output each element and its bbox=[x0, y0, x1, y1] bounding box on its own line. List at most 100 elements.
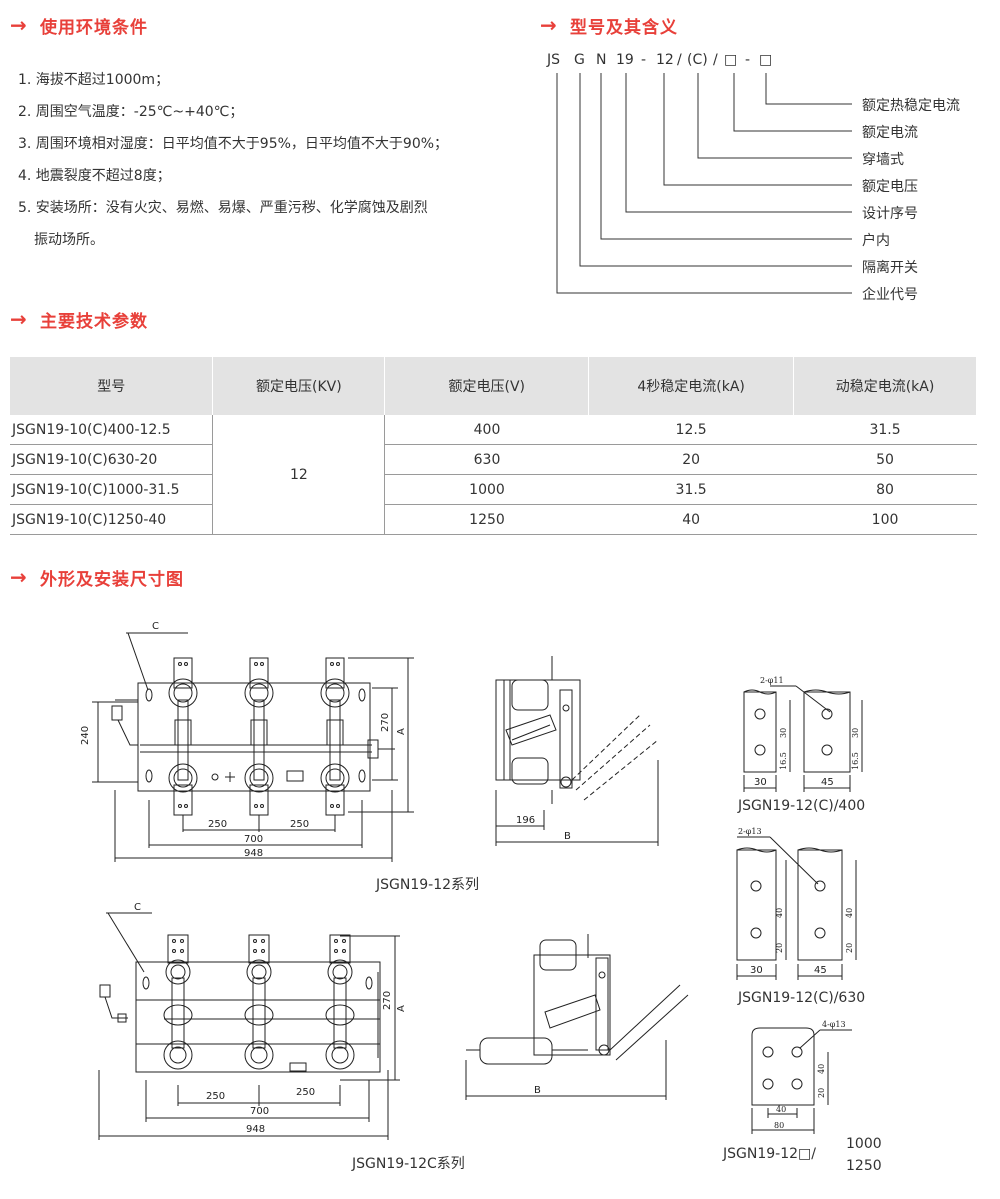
cell-model: JSGN19-10(C)630-20 bbox=[10, 444, 213, 475]
svg-text:30: 30 bbox=[779, 728, 788, 738]
meaning-label: 穿墙式 bbox=[862, 152, 904, 168]
cell-dyn: 50 bbox=[793, 444, 977, 475]
svg-text:30: 30 bbox=[750, 965, 763, 976]
svg-text:2-φ13: 2-φ13 bbox=[738, 827, 762, 836]
code-part: / bbox=[677, 52, 682, 68]
cell-v: 630 bbox=[384, 444, 589, 475]
terminal-detail-400 bbox=[743, 685, 863, 792]
meaning-label: 额定电压 bbox=[862, 179, 918, 195]
series1-side-view bbox=[495, 656, 659, 846]
arrow-right-icon: → bbox=[10, 565, 27, 589]
table-row: JSGN19-10(C)1250-40 1250 40 100 bbox=[10, 504, 977, 535]
cell-i4s: 31.5 bbox=[588, 474, 794, 505]
meaning-label: 户内 bbox=[862, 233, 890, 249]
svg-text:270: 270 bbox=[380, 713, 391, 732]
meaning-label: 设计序号 bbox=[862, 206, 918, 222]
svg-text:250: 250 bbox=[208, 819, 227, 830]
code-part: N bbox=[596, 52, 607, 68]
svg-text:700: 700 bbox=[244, 834, 263, 845]
table-header-row: 型号 额定电压(KV) 额定电压(V) 4秒稳定电流(kA) 动稳定电流(kA) bbox=[10, 357, 977, 415]
svg-text:270: 270 bbox=[382, 991, 393, 1010]
section-title: 外形及安装尺寸图 bbox=[40, 569, 184, 590]
svg-text:250: 250 bbox=[296, 1087, 315, 1098]
cell-v: 1000 bbox=[384, 474, 589, 505]
section-title: 主要技术参数 bbox=[40, 311, 148, 332]
code-part: 19 bbox=[616, 52, 634, 68]
cell-model: JSGN19-10(C)1250-40 bbox=[10, 504, 213, 535]
cell-dyn: 100 bbox=[793, 504, 977, 535]
section-title: 型号及其含义 bbox=[570, 17, 678, 38]
code-part: □ bbox=[724, 52, 738, 68]
th-dynamic-current: 动稳定电流(kA) bbox=[793, 357, 977, 415]
svg-text:2-φ11: 2-φ11 bbox=[760, 676, 784, 685]
svg-text:40: 40 bbox=[817, 1064, 826, 1074]
svg-text:C: C bbox=[152, 621, 159, 632]
meaning-label: 隔离开关 bbox=[862, 260, 918, 276]
caption-series1: JSGN19-12系列 bbox=[376, 877, 480, 893]
svg-text:B: B bbox=[534, 1085, 541, 1096]
condition-item: 4. 地震裂度不超过8度； bbox=[18, 168, 171, 184]
code-part: 12 bbox=[656, 52, 674, 68]
spec-table: 型号 额定电压(KV) 额定电压(V) 4秒稳定电流(kA) 动稳定电流(kA)… bbox=[10, 357, 977, 535]
condition-item: 振动场所。 bbox=[34, 232, 104, 248]
svg-text:16.5: 16.5 bbox=[851, 752, 860, 770]
cell-model: JSGN19-10(C)400-12.5 bbox=[10, 415, 213, 445]
arrow-right-icon: → bbox=[10, 307, 27, 331]
cell-v: 400 bbox=[384, 415, 589, 445]
table-row: JSGN19-10(C)630-20 630 20 50 bbox=[10, 444, 977, 475]
section-header-conditions: → 使用环境条件 bbox=[10, 12, 148, 38]
th-model: 型号 bbox=[10, 357, 214, 415]
caption-final-top: 1000 bbox=[846, 1136, 882, 1152]
condition-item: 5. 安装场所：没有火灾、易燃、易爆、严重污秽、化学腐蚀及剧烈 bbox=[18, 200, 428, 216]
series2-front-view bbox=[98, 912, 400, 1140]
svg-text:45: 45 bbox=[821, 777, 834, 788]
cell-v: 1250 bbox=[384, 504, 589, 535]
arrow-right-icon: → bbox=[540, 13, 557, 37]
svg-text:C: C bbox=[134, 902, 141, 913]
code-part: / bbox=[713, 52, 718, 68]
svg-text:B: B bbox=[564, 831, 571, 842]
code-part: JS bbox=[547, 52, 561, 68]
svg-text:948: 948 bbox=[246, 1124, 265, 1135]
caption-final-prefix: JSGN19-12□/ bbox=[723, 1146, 816, 1162]
cell-i4s: 20 bbox=[588, 444, 794, 475]
code-part: - bbox=[745, 52, 751, 68]
code-part: G bbox=[574, 52, 585, 68]
table-row: JSGN19-10(C)400-12.5 12 400 12.5 31.5 bbox=[10, 415, 977, 535]
arrow-right-icon: → bbox=[10, 13, 27, 37]
section-header-dimensions: → 外形及安装尺寸图 bbox=[10, 564, 184, 590]
condition-item: 3. 周围环境相对湿度：日平均值不大于95%，日平均值不大于90%； bbox=[18, 136, 449, 152]
series1-front-view bbox=[92, 632, 414, 862]
svg-text:40: 40 bbox=[775, 908, 784, 918]
svg-text:20: 20 bbox=[817, 1088, 826, 1098]
meaning-label: 企业代号 bbox=[862, 287, 918, 303]
code-part: □ bbox=[759, 52, 773, 68]
svg-text:20: 20 bbox=[845, 943, 854, 953]
svg-text:A: A bbox=[396, 728, 407, 735]
code-part: - bbox=[641, 52, 647, 68]
svg-text:240: 240 bbox=[80, 726, 91, 745]
svg-text:4-φ13: 4-φ13 bbox=[822, 1020, 846, 1029]
dimension-labels: C 240 270 A 250 250 700 948 196 B C 270 … bbox=[80, 621, 860, 1135]
series2-side-view bbox=[465, 934, 689, 1100]
cell-rated-kv: 12 bbox=[212, 415, 386, 535]
svg-text:16.5: 16.5 bbox=[779, 752, 788, 770]
cell-i4s: 40 bbox=[588, 504, 794, 535]
svg-text:948: 948 bbox=[244, 848, 263, 859]
svg-text:30: 30 bbox=[754, 777, 767, 788]
condition-item: 1. 海拔不超过1000m； bbox=[18, 72, 170, 88]
th-4s-current: 4秒稳定电流(kA) bbox=[588, 357, 795, 415]
cell-model: JSGN19-10(C)1000-31.5 bbox=[10, 474, 213, 505]
caption-final-bottom: 1250 bbox=[846, 1158, 882, 1174]
terminal-detail-1000-1250 bbox=[751, 1027, 852, 1134]
meaning-label: 额定热稳定电流 bbox=[862, 98, 960, 114]
condition-item: 2. 周围空气温度：-25℃~+40℃； bbox=[18, 104, 244, 120]
table-row: JSGN19-10(C)1000-31.5 1000 31.5 80 bbox=[10, 474, 977, 505]
caption-400: JSGN19-12(C)/400 bbox=[738, 798, 866, 814]
model-meaning-leader-lines bbox=[556, 73, 852, 294]
section-header-tech: → 主要技术参数 bbox=[10, 306, 148, 332]
cell-dyn: 31.5 bbox=[793, 415, 977, 445]
th-rated-kv: 额定电压(KV) bbox=[212, 357, 386, 415]
section-title: 使用环境条件 bbox=[40, 17, 148, 38]
caption-630: JSGN19-12(C)/630 bbox=[738, 990, 866, 1006]
